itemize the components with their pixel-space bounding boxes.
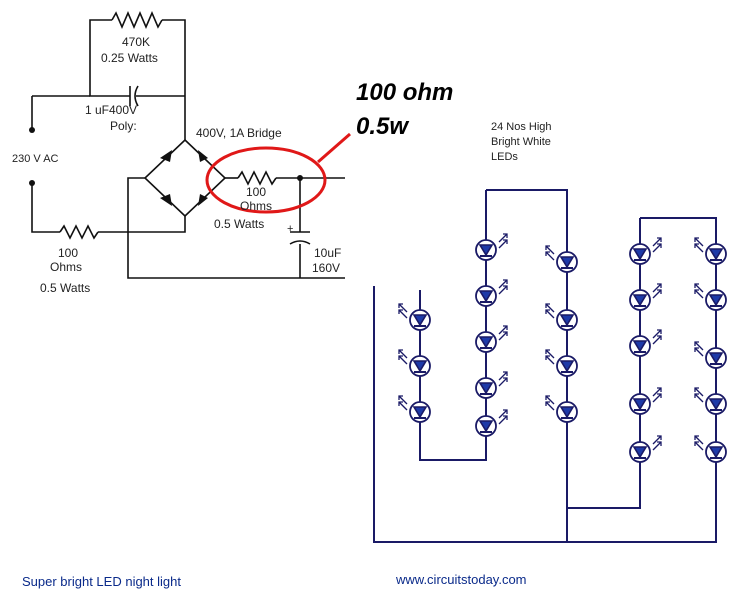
r-low-value-label: 100 [58, 246, 78, 260]
resistor-100-low [59, 224, 99, 240]
led [545, 395, 578, 423]
ac-terminal-top [29, 127, 35, 133]
led [475, 325, 508, 353]
cap-value-label: 1 uF400V [85, 103, 137, 117]
resistor-100-mid [237, 170, 277, 186]
input-circuit: + [29, 10, 345, 279]
capacitor-1uf [129, 85, 139, 107]
highlight-annotation [205, 132, 351, 214]
footer-caption: Super bright LED night light [22, 574, 181, 589]
led [475, 409, 508, 437]
r-top-power-label: 0.25 Watts [101, 51, 158, 65]
leds-line3: LEDs [491, 151, 518, 163]
led [475, 279, 508, 307]
led-array [373, 189, 727, 543]
led [694, 341, 727, 369]
led [398, 303, 431, 331]
annotation-line2: 0.5w [356, 113, 409, 140]
led [398, 395, 431, 423]
capacitor-10uf: + [287, 223, 311, 245]
r-low-unit-label: Ohms [50, 260, 82, 274]
led [694, 387, 727, 415]
r-low-power-label: 0.5 Watts [40, 281, 90, 295]
led [398, 349, 431, 377]
cap2-voltage-label: 160V [312, 261, 340, 275]
leds-line2: Bright White [491, 136, 551, 148]
led [475, 371, 508, 399]
led [475, 233, 508, 261]
led [629, 387, 662, 415]
cap-type-label: Poly: [110, 119, 137, 133]
led [629, 237, 662, 265]
bridge-label: 400V, 1A Bridge [196, 126, 282, 140]
r-mid-value-label: 100 [246, 185, 266, 199]
resistor-470k [111, 10, 163, 30]
led [629, 283, 662, 311]
bridge-rectifier [143, 138, 227, 218]
led [694, 237, 727, 265]
svg-text:+: + [287, 223, 293, 235]
led [694, 283, 727, 311]
led [545, 349, 578, 377]
cap2-value-label: 10uF [314, 246, 341, 260]
led [629, 435, 662, 463]
r-mid-power-label: 0.5 Watts [214, 217, 264, 231]
source-label: 230 V AC [12, 153, 59, 165]
r-mid-unit-label: Ohms [240, 199, 272, 213]
led [694, 435, 727, 463]
led [545, 245, 578, 273]
footer-website: www.circuitstoday.com [395, 572, 527, 587]
led [545, 303, 578, 331]
led [629, 329, 662, 357]
r-top-value-label: 470K [122, 35, 150, 49]
leds-line1: 24 Nos High [491, 121, 552, 133]
annotation-line1: 100 ohm [356, 79, 453, 106]
